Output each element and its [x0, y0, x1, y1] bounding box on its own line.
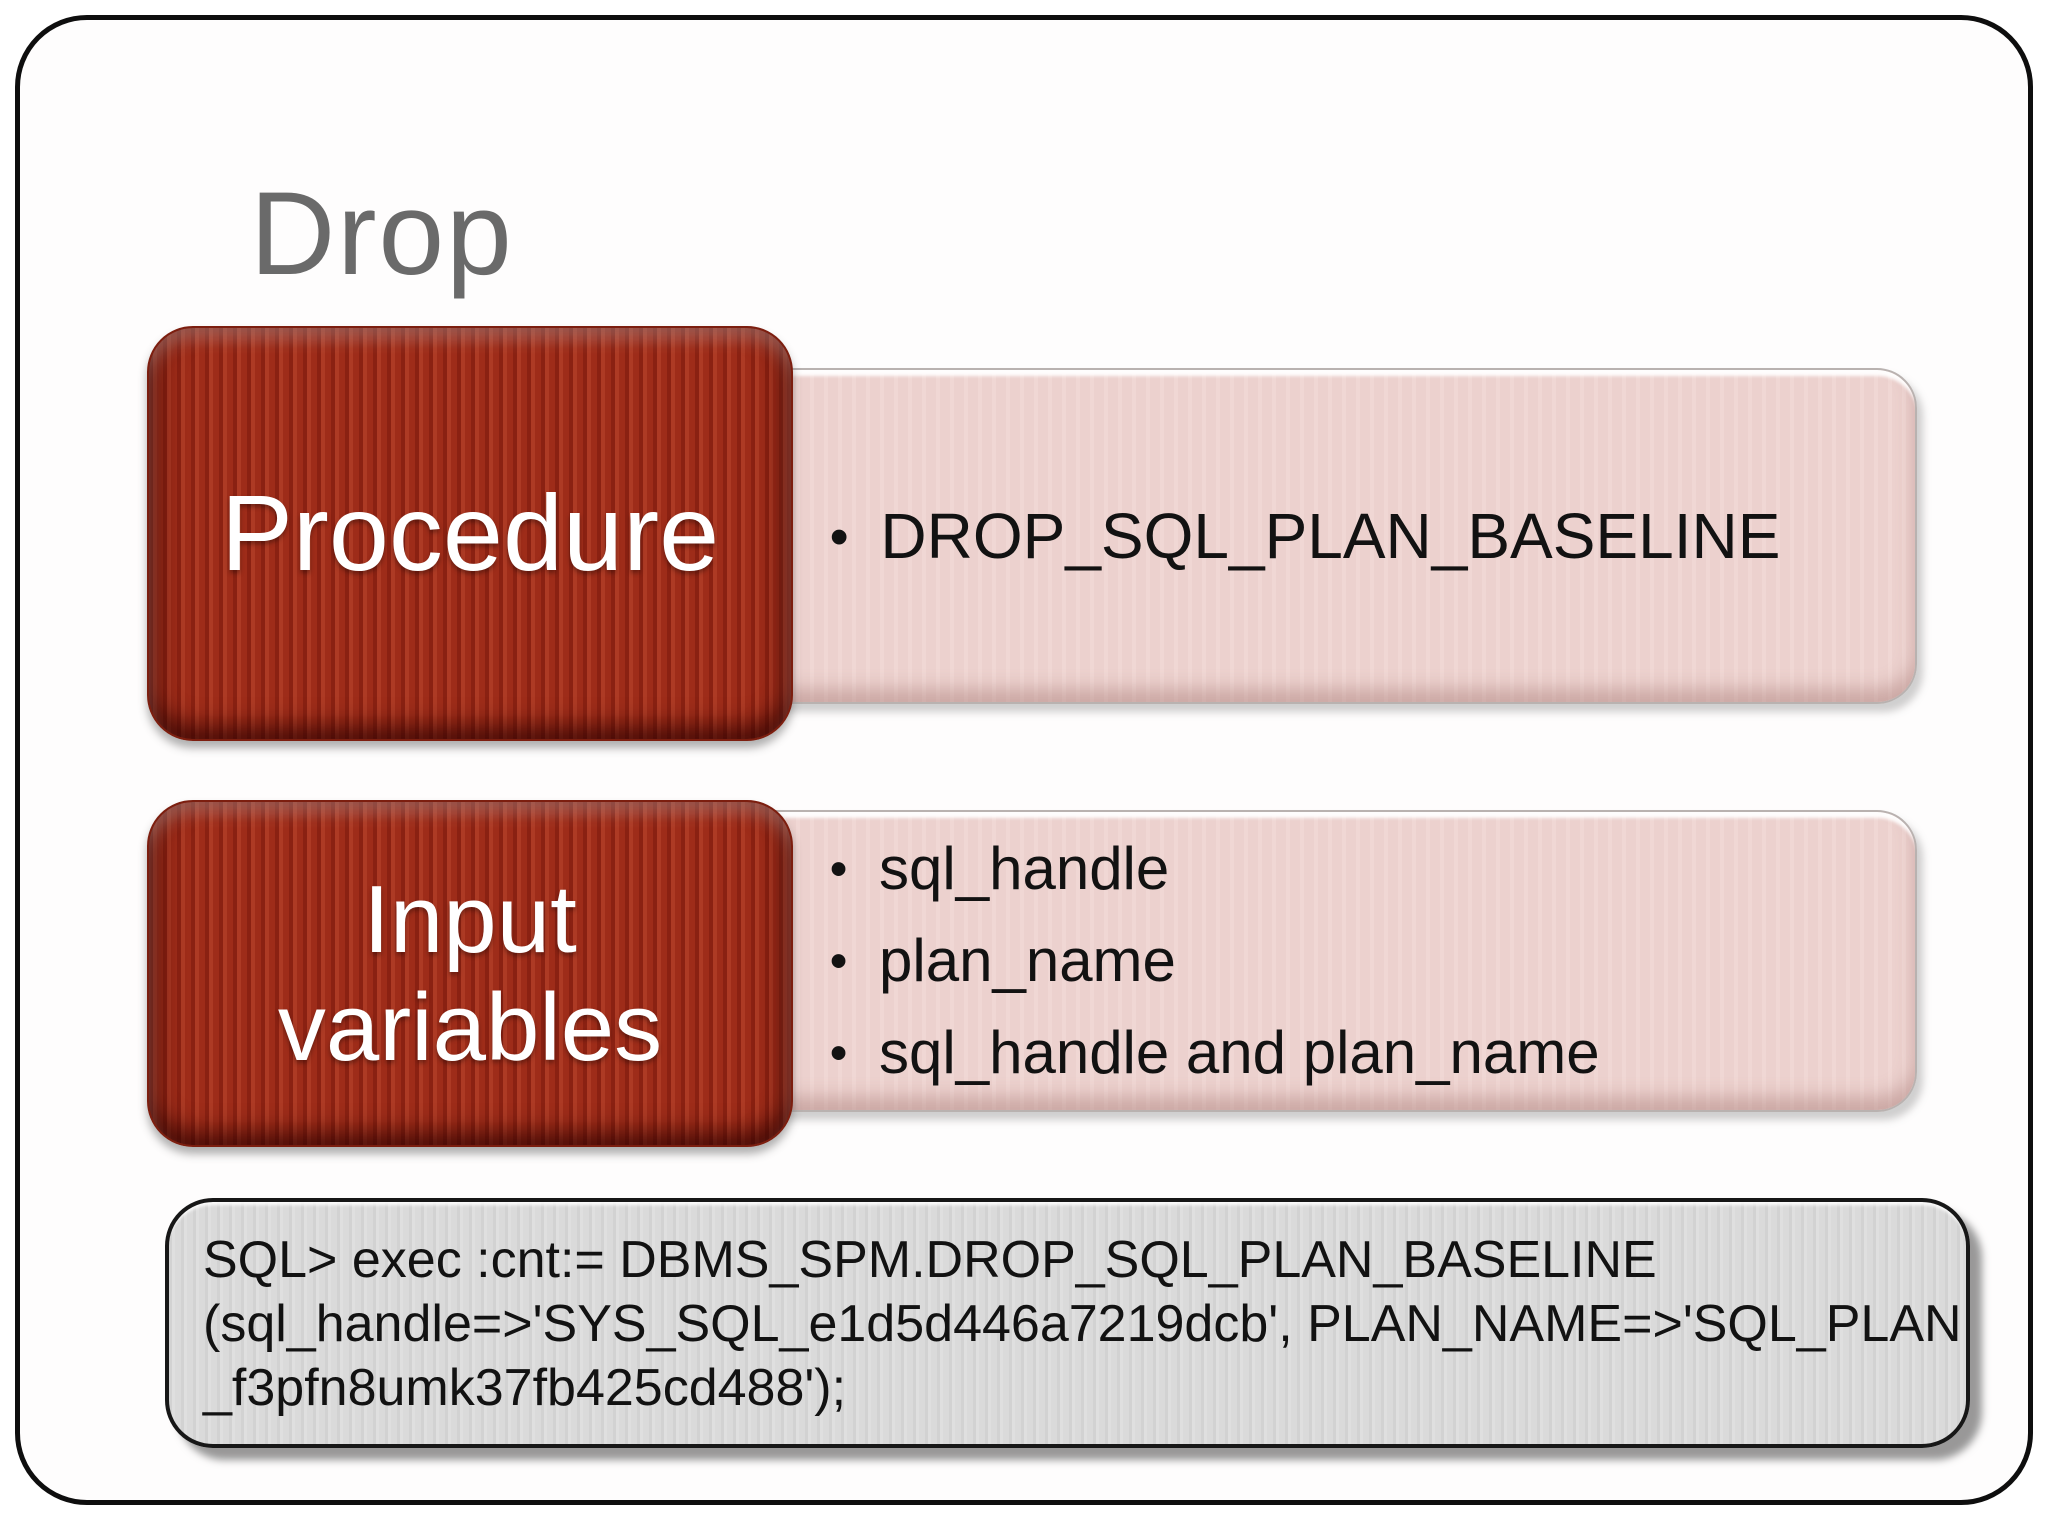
procedure-header-box: Procedure [147, 326, 793, 741]
procedure-detail-tab: • DROP_SQL_PLAN_BASELINE [720, 368, 1917, 704]
slide-frame: Drop • DROP_SQL_PLAN_BASELINE Procedure … [15, 15, 2033, 1505]
input-variables-detail-tab: • sql_handle • plan_name • sql_handle an… [720, 810, 1917, 1112]
bullet-label: sql_handle and plan_name [879, 1019, 1600, 1086]
sql-example-box: SQL> exec :cnt:= DBMS_SPM.DROP_SQL_PLAN_… [165, 1198, 1970, 1448]
bullet-icon: • [829, 505, 849, 567]
code-line: (sql_handle=>'SYS_SQL_e1d5d446a7219dcb',… [203, 1295, 1962, 1353]
bullet-icon: • [829, 1024, 848, 1082]
list-item: • plan_name [722, 931, 1915, 991]
bullet-icon: • [829, 840, 848, 898]
list-item: • sql_handle and plan_name [722, 1023, 1915, 1083]
header-label: Procedure [220, 472, 720, 594]
bullet-icon: • [829, 932, 848, 990]
list-item: • DROP_SQL_PLAN_BASELINE [722, 498, 1915, 575]
slide-title: Drop [250, 168, 514, 300]
code-line: _f3pfn8umk37fb425cd488'); [203, 1359, 847, 1417]
input-variables-header-box: Input variables [147, 800, 793, 1147]
header-label: Input variables [277, 865, 663, 1081]
code-line: SQL> exec :cnt:= DBMS_SPM.DROP_SQL_PLAN_… [203, 1231, 1657, 1289]
bullet-label: sql_handle [879, 835, 1170, 902]
bullet-label: plan_name [879, 927, 1176, 994]
bullet-label: DROP_SQL_PLAN_BASELINE [880, 499, 1781, 572]
list-item: • sql_handle [722, 839, 1915, 899]
